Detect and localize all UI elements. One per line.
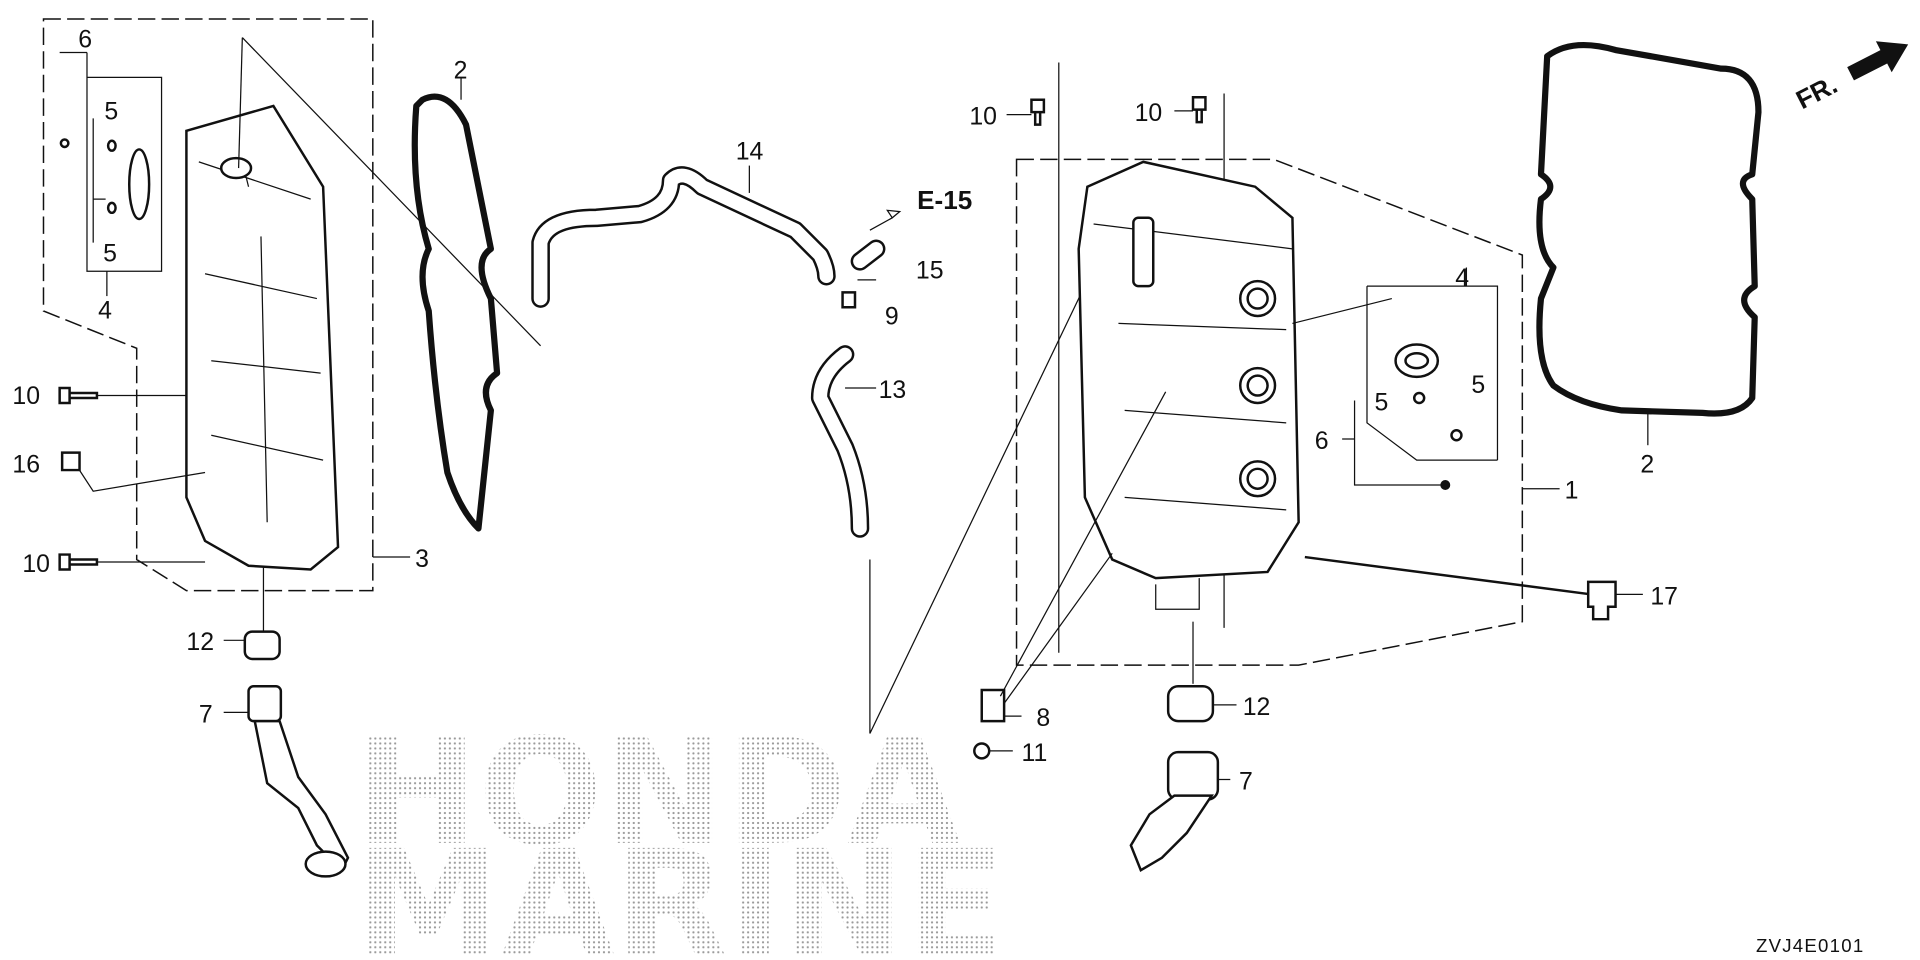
arrow-icon [1847, 41, 1909, 81]
left-head-cover [185, 104, 340, 571]
callout[interactable]: 5 [104, 99, 118, 126]
diagram-code: ZVJ4E0101 [1756, 935, 1865, 956]
left-cylinder-head-cover-group [42, 18, 542, 878]
watermark-honda: HONDA [355, 707, 960, 878]
callout[interactable]: 14 [736, 138, 764, 165]
callout[interactable]: 10 [1135, 100, 1163, 127]
callout[interactable]: 15 [916, 258, 944, 285]
right-cylinder-head-cover-group [973, 42, 1762, 873]
breather-hoses [531, 165, 1095, 734]
callout[interactable]: 7 [199, 701, 213, 728]
callout[interactable]: 1 [1565, 478, 1579, 505]
callout[interactable]: 5 [1374, 389, 1388, 416]
callout[interactable]: 6 [78, 27, 92, 54]
callout[interactable]: 2 [454, 58, 468, 85]
front-direction-arrow: FR. [1791, 41, 1909, 115]
callout[interactable]: 5 [103, 240, 117, 267]
callout[interactable]: 11 [1022, 740, 1048, 767]
right-gasket [1536, 42, 1762, 417]
callout[interactable]: 12 [186, 629, 214, 656]
callout[interactable]: 10 [22, 551, 50, 578]
honda-marine-watermark: HONDA MARINE [355, 707, 1005, 960]
callout[interactable]: 6 [1315, 428, 1329, 455]
callout[interactable]: 5 [1471, 372, 1485, 399]
callout[interactable]: 2 [1640, 452, 1654, 479]
callout[interactable]: 8 [1036, 705, 1050, 732]
callout[interactable]: 4 [98, 297, 112, 324]
fr-label: FR. [1791, 69, 1842, 115]
reference-e15[interactable]: E-15 [917, 185, 972, 215]
callout[interactable]: 4 [1455, 265, 1469, 292]
callout[interactable]: 12 [1243, 694, 1271, 721]
callout[interactable]: 16 [12, 452, 40, 479]
callout[interactable]: 3 [415, 546, 429, 573]
callout[interactable]: 10 [969, 104, 997, 131]
callout[interactable]: 13 [879, 377, 907, 404]
left-gasket [411, 93, 501, 532]
callout[interactable]: 7 [1239, 768, 1253, 795]
callout[interactable]: 9 [885, 304, 899, 331]
callout[interactable]: 17 [1650, 583, 1678, 610]
watermark-marine: MARINE [355, 819, 1005, 960]
callout[interactable]: 10 [12, 383, 40, 410]
callout-labels: 6 5 5 4 10 16 10 3 12 7 2 14 E-15 15 9 1… [12, 27, 1865, 957]
